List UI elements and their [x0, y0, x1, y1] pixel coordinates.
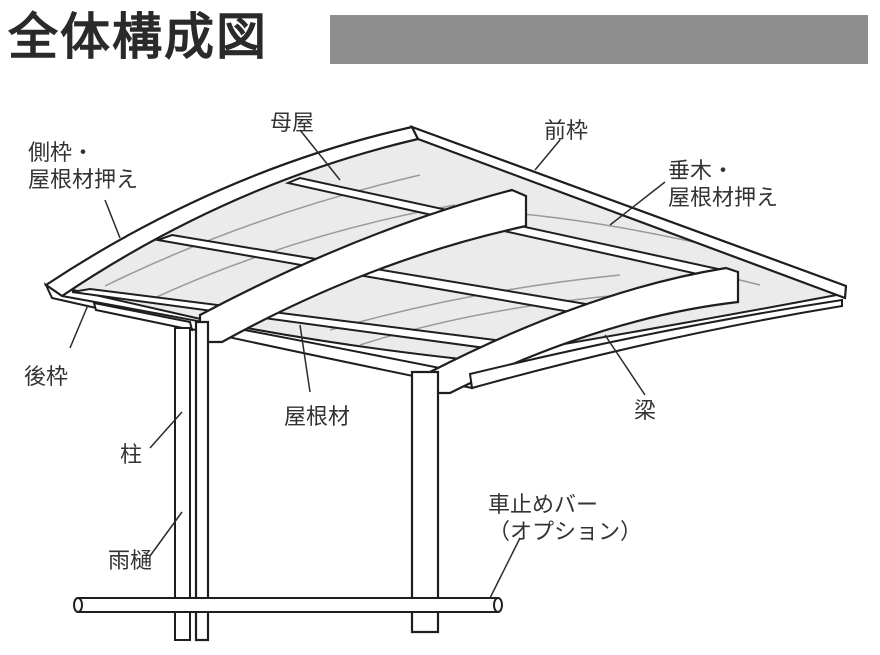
car-stop-bar [73, 597, 503, 613]
post-left [194, 320, 210, 642]
leader-lines [69, 129, 666, 599]
label-gutter: 雨樋 [108, 549, 153, 574]
page-title: 全体構成図 [8, 8, 268, 66]
beam-right [428, 266, 740, 395]
gutter [92, 301, 194, 641]
label-car-stop: 車止めバー （オプション） [488, 493, 643, 545]
front-frame [409, 125, 848, 300]
label-roof-material: 屋根材 [284, 405, 351, 430]
label-post: 柱 [120, 443, 143, 468]
label-rear-frame: 後枠 [24, 365, 69, 390]
gutter-pipe [174, 327, 191, 641]
beam-left [198, 188, 528, 344]
post-right [410, 370, 440, 634]
label-beam: 梁 [634, 399, 657, 424]
label-front-frame: 前枠 [544, 119, 589, 144]
posts [194, 320, 440, 642]
title-bar [330, 15, 868, 64]
front-lip [468, 298, 843, 390]
beams [198, 188, 740, 395]
label-purlin: 母屋 [270, 111, 315, 136]
label-side-frame: 側枠・ 屋根材押え [28, 141, 139, 193]
label-rafter: 垂木・ 屋根材押え [668, 159, 779, 211]
